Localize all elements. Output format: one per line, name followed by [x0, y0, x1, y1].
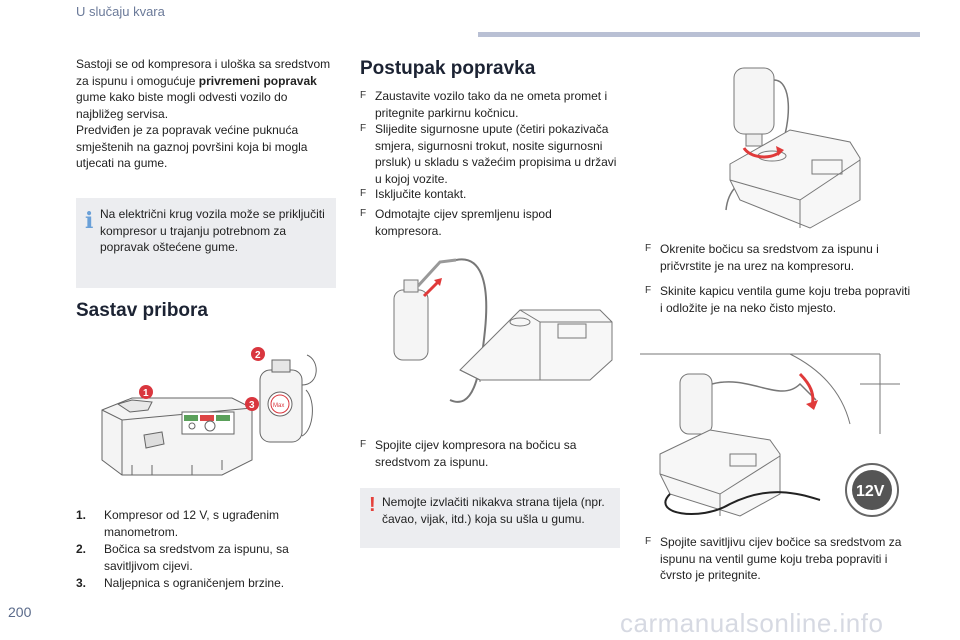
- section-title: U slučaju kvara: [76, 4, 165, 19]
- socket-12v-icon: 12V: [845, 463, 899, 517]
- bottle-drawing: Max: [259, 354, 317, 443]
- kit-item-1: 1. Kompresor od 12 V, s ugrađenim manome…: [76, 508, 279, 539]
- svg-text:1: 1: [143, 388, 149, 399]
- kit-illustration: Max 1 2 3: [101, 347, 317, 476]
- svg-text:2: 2: [255, 350, 261, 361]
- kit-heading: Sastav pribora: [76, 300, 208, 321]
- svg-text:3: 3: [249, 400, 255, 411]
- callout-2: 2: [251, 347, 265, 361]
- compressor-drawing: [101, 397, 253, 476]
- rotate-arrow-icon: [742, 147, 781, 159]
- warning-icon: !: [369, 494, 376, 516]
- watermark: carmanualsonline.info: [620, 608, 884, 638]
- procedure-heading: Postupak popravka: [360, 58, 536, 79]
- kit-item-3: 3. Naljepnica s ograničenjem brzine.: [76, 576, 285, 590]
- page-number: 200: [8, 604, 32, 620]
- info-note-text: Na električni krug vozila može se priklj…: [100, 207, 325, 254]
- info-icon: i: [85, 208, 94, 234]
- callout-1: 1: [139, 385, 153, 399]
- intro-bold: privremeni popravak: [198, 73, 317, 88]
- power-cable: [664, 491, 821, 515]
- intro-paragraph: Sastoji se od kompresora i uloška sa sre…: [76, 57, 331, 170]
- kit-item-2: 2. Bočica sa sredstvom za ispunu, sa sav…: [76, 542, 289, 573]
- warning-text: Nemojte izvlačiti nikakva strana tijela …: [382, 495, 605, 526]
- callout-3: 3: [245, 397, 259, 411]
- warning-note: ! Nemojte izvlačiti nikakva strana tijel…: [360, 488, 620, 548]
- socket-label: 12V: [856, 483, 885, 500]
- info-note: i Na električni krug vozila može se prik…: [76, 198, 336, 288]
- bottle-label: Max: [273, 403, 284, 409]
- hose-connect-illustration: [393, 258, 613, 403]
- tire-connect-illustration: 12V: [640, 353, 900, 517]
- bottle-turn-illustration: [725, 67, 861, 229]
- header-bar: [478, 32, 920, 37]
